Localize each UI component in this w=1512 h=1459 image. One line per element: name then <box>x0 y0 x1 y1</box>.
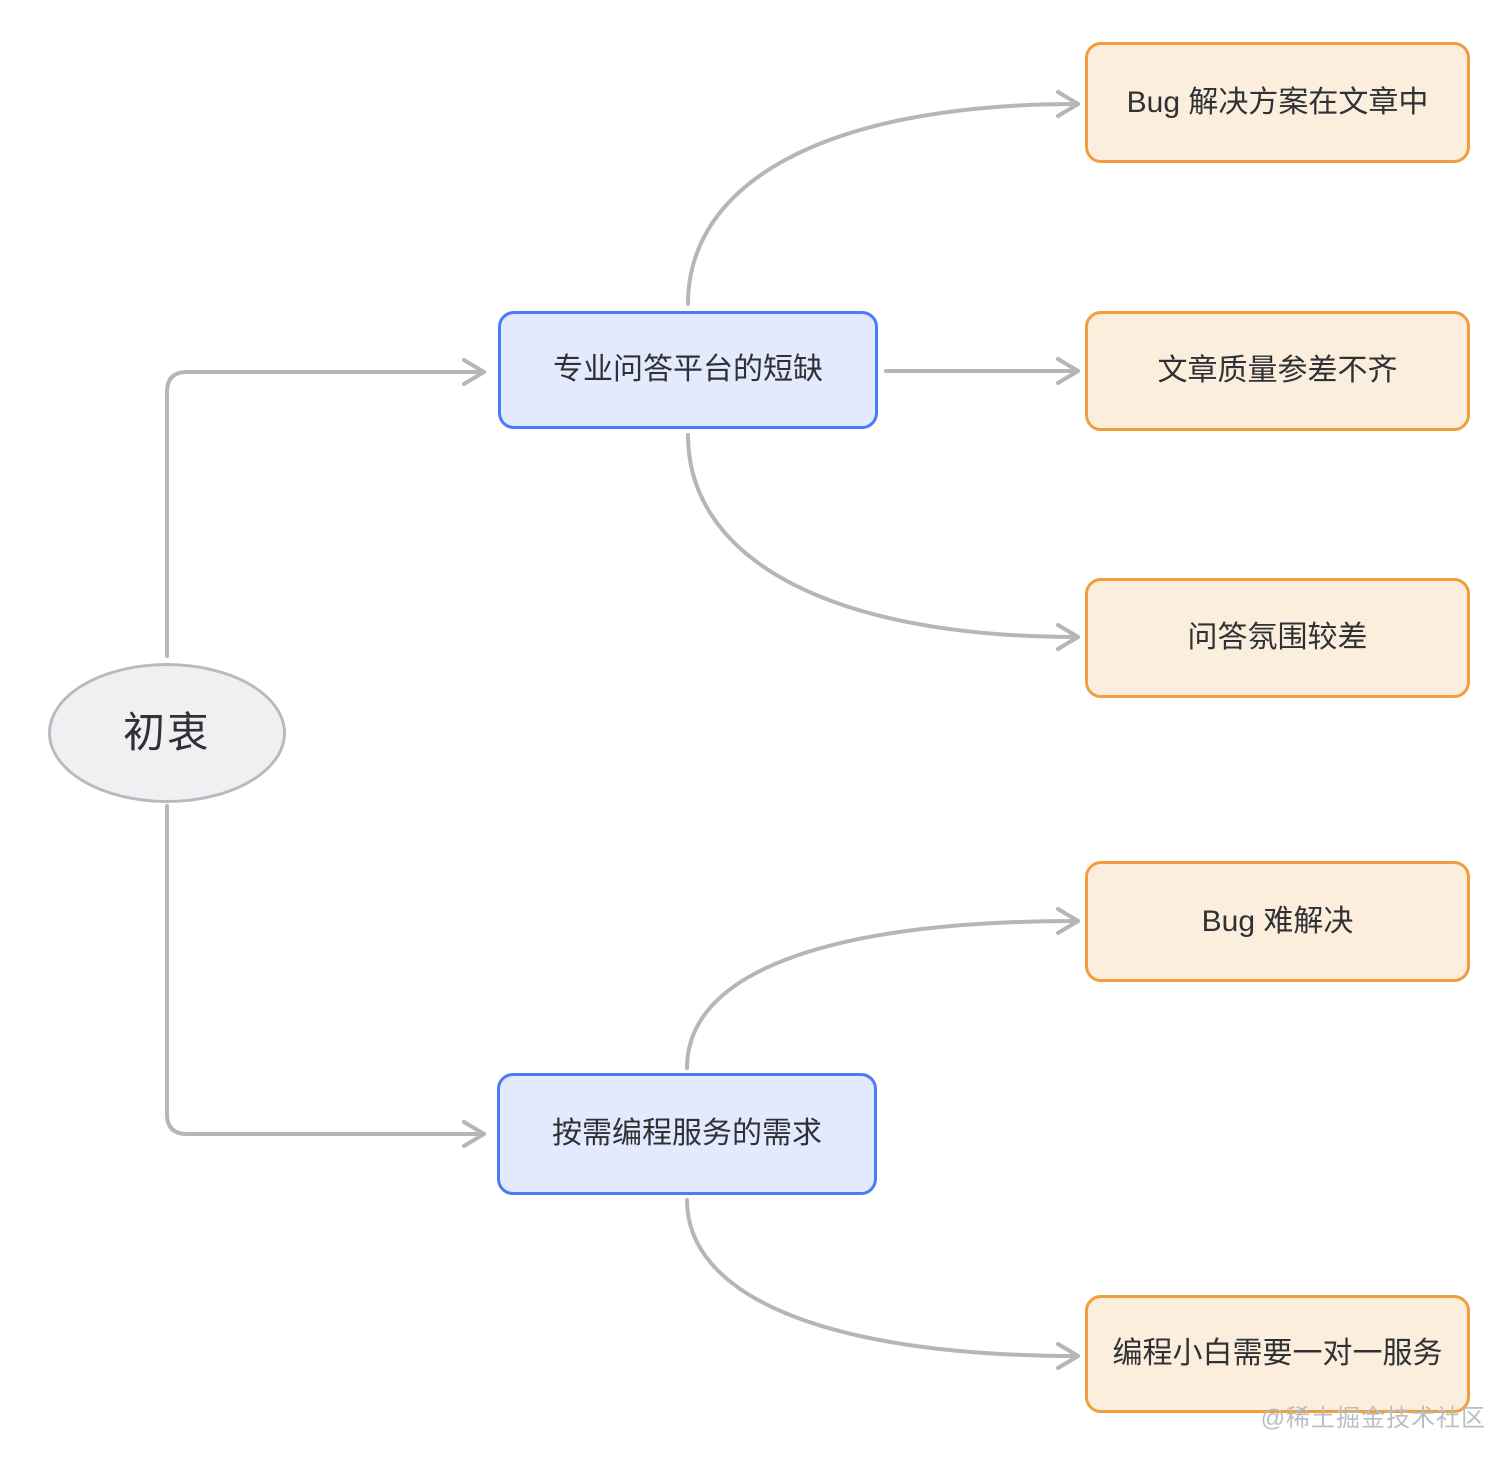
connector-branch1-to-leaf3 <box>686 433 1080 651</box>
watermark: @稀土掘金技术社区 <box>1260 1405 1486 1432</box>
leaf-node-bug-solutions-in-articles[interactable]: Bug 解决方案在文章中 <box>1085 42 1470 163</box>
branch-node-qa-platform-shortage[interactable]: 专业问答平台的短缺 <box>498 311 878 429</box>
connector-branch2-to-leaf5 <box>685 1198 1080 1370</box>
leaf-node-label: Bug 解决方案在文章中 <box>1126 85 1429 119</box>
root-node[interactable]: 初衷 <box>48 663 286 803</box>
leaf-node-article-quality-uneven[interactable]: 文章质量参差不齐 <box>1085 311 1470 431</box>
leaf-node-label: 文章质量参差不齐 <box>1157 354 1398 388</box>
branch-node-label: 专业问答平台的短缺 <box>553 353 823 387</box>
branch-node-label: 按需编程服务的需求 <box>552 1117 822 1151</box>
leaf-node-bug-hard-to-solve[interactable]: Bug 难解决 <box>1085 861 1470 982</box>
leaf-node-label: 问答氛围较差 <box>1187 621 1368 655</box>
branch-node-on-demand-programming[interactable]: 按需编程服务的需求 <box>497 1073 877 1195</box>
connector-root-to-branch1 <box>165 358 486 658</box>
root-node-label: 初衷 <box>122 708 211 756</box>
leaf-node-label: 编程小白需要一对一服务 <box>1112 1337 1443 1371</box>
connector-branch1-to-leaf1 <box>686 90 1080 306</box>
leaf-node-qa-atmosphere-poor[interactable]: 问答氛围较差 <box>1085 578 1470 698</box>
leaf-node-beginners-need-one-on-one[interactable]: 编程小白需要一对一服务 <box>1085 1295 1470 1413</box>
connector-branch2-to-leaf4 <box>685 907 1080 1070</box>
leaf-node-label: Bug 难解决 <box>1201 904 1354 938</box>
connector-root-to-branch2 <box>165 804 486 1148</box>
